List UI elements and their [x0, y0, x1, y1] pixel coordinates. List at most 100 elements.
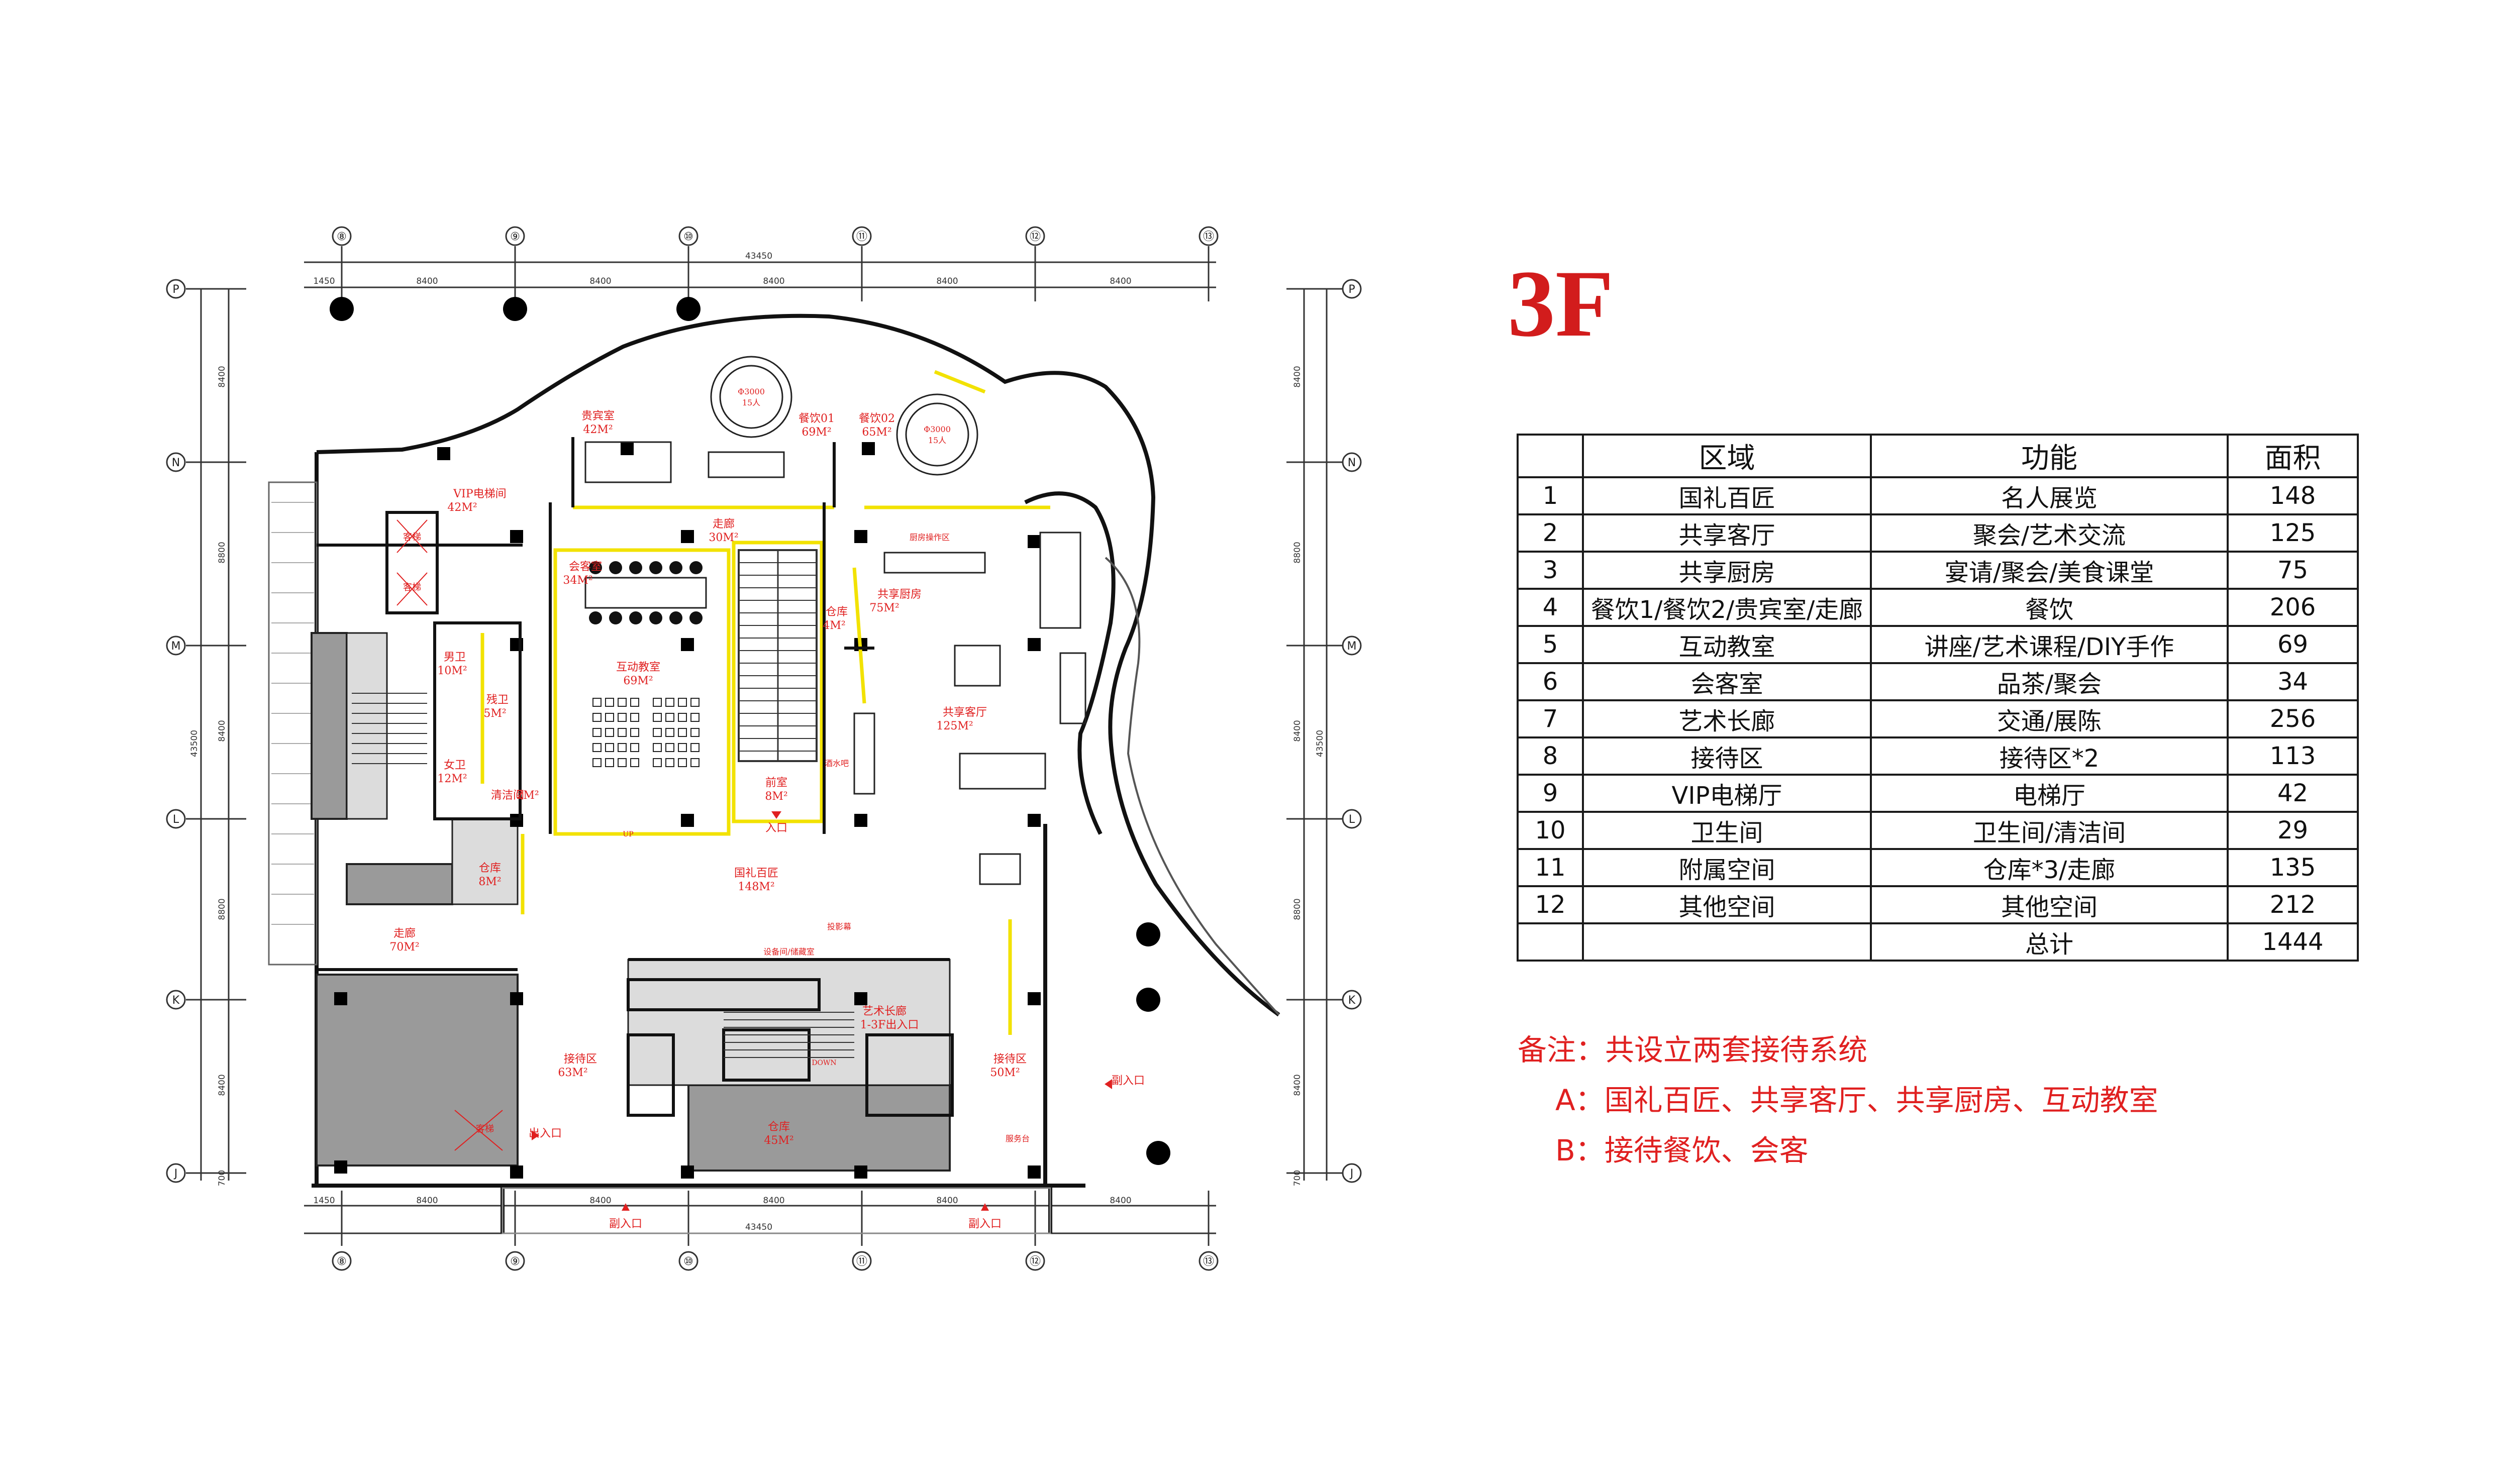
grid-row-label: N: [172, 457, 180, 469]
grid-col-label: ⑩: [683, 1255, 693, 1268]
room-womens-wc: 女卫: [444, 759, 466, 772]
grid-row-label: M: [171, 640, 181, 653]
dim-top: 1450: [313, 276, 335, 286]
cell-function: 交通/展陈: [1870, 699, 2229, 738]
cell-function: 名人展览: [1870, 476, 2229, 515]
room-art-corridor-exit: 1-3F出入口: [860, 1019, 919, 1031]
room-shared-lounge-area: 125M²: [936, 720, 973, 732]
side-entrance-right: 副入口: [1112, 1075, 1145, 1087]
grid-row-label: M: [1347, 640, 1357, 653]
room-storage-bottom: 仓库: [768, 1121, 790, 1133]
cell-function: 讲座/艺术课程/DIY手作: [1870, 625, 2229, 664]
grid-col-label: ⑫: [1030, 231, 1041, 243]
cell-function: 电梯厅: [1870, 774, 2229, 813]
grid-col-label: ⑨: [510, 1255, 520, 1268]
dim-total-top: 43450: [745, 251, 772, 261]
room-front-area: 8M²: [765, 790, 787, 803]
room-dining01: 餐饮01: [799, 412, 835, 425]
left-terrace: [268, 481, 318, 966]
dim-total-bottom: 43450: [745, 1222, 772, 1232]
cell-area: 212: [2227, 885, 2359, 924]
room-shared-kitchen: 共享厨房: [877, 588, 922, 601]
room-storage-left: 仓库: [479, 862, 501, 875]
room-vip-elevator-area: 42M²: [447, 501, 477, 514]
room-storage-bottom-area: 45M²: [764, 1134, 793, 1147]
grid-row-label: K: [172, 994, 180, 1007]
room-dining01-area: 69M²: [802, 426, 831, 439]
cell-area: 206: [2227, 588, 2359, 627]
cell-area: 148: [2227, 476, 2359, 515]
table-seats-2: 15人: [928, 436, 946, 445]
cell-zone: [1582, 922, 1872, 962]
dim-right: 8400: [1292, 1074, 1303, 1096]
dim-left: 700: [217, 1170, 227, 1186]
dim-top: 8400: [589, 276, 611, 286]
room-reception-left: 接待区: [564, 1053, 597, 1066]
cell-function: 宴请/聚会/美食课堂: [1870, 551, 2229, 590]
room-corridor-top-area: 30M²: [709, 532, 738, 544]
room-storage-left-area: 8M²: [478, 876, 501, 888]
cell-area: 125: [2227, 513, 2359, 553]
grid-row-label: L: [173, 813, 179, 826]
classroom-seats: [592, 698, 700, 767]
cell-area: 29: [2227, 811, 2359, 850]
side-entrance-bottom-right: 副入口: [968, 1218, 1002, 1230]
elevator-cross: [396, 519, 503, 1151]
dimension-lines: [186, 246, 1347, 1246]
header-zone: 区域: [1582, 434, 1872, 478]
room-disabled-wc-area: 5M²: [483, 707, 506, 720]
service-core: [311, 632, 951, 1172]
cell-zone: 国礼百匠: [1582, 476, 1872, 515]
room-classroom-area: 69M²: [623, 675, 653, 687]
cell-area: 135: [2227, 848, 2359, 887]
room-vip-elevator: VIP电梯间: [453, 488, 506, 500]
cell-function: 仓库*3/走廊: [1870, 848, 2229, 887]
dim-total-right: 43500: [1315, 730, 1325, 757]
room-disabled-wc: 残卫: [486, 694, 509, 706]
grid-row-label: K: [1348, 994, 1356, 1007]
equipment-room: 设备间/储藏室: [763, 947, 814, 957]
grid-col-label: ⑨: [510, 231, 520, 243]
cell-zone: 互动教室: [1582, 625, 1872, 664]
dim-bottom: 8400: [1110, 1196, 1131, 1206]
cell-zone: VIP电梯厅: [1582, 774, 1872, 813]
grid-row-label: J: [1349, 1168, 1354, 1180]
cell-area: 256: [2227, 699, 2359, 738]
dim-bottom: 1450: [313, 1196, 335, 1206]
yellow-walls: [480, 370, 1050, 1035]
cell-index: 12: [1517, 885, 1584, 924]
note-line-3: B：接待餐饮、会客: [1555, 1133, 1809, 1168]
cell-index: 1: [1517, 476, 1584, 515]
dim-top: 8400: [416, 276, 438, 286]
cell-index: 6: [1517, 662, 1584, 701]
cell-index: 10: [1517, 811, 1584, 850]
note-line-1: 备注：共设立两套接待系统: [1518, 1033, 1868, 1067]
service-desk: 服务台: [1006, 1134, 1030, 1143]
room-womens-wc-area: 12M²: [437, 773, 467, 785]
cell-zone: 接待区: [1582, 736, 1872, 776]
grid-col-label: ⑪: [856, 231, 867, 243]
cell-zone: 共享厨房: [1582, 551, 1872, 590]
dim-bottom: 8400: [763, 1196, 784, 1206]
room-storage-small-area: 4M²: [823, 619, 845, 632]
cell-index: 5: [1517, 625, 1584, 664]
room-entrance: 入口: [765, 822, 787, 834]
room-meeting-area: 34M²: [563, 574, 592, 587]
cell-function: 聚会/艺术交流: [1870, 513, 2229, 553]
header-function: 功能: [1870, 434, 2229, 478]
exterior-columns: [330, 297, 1170, 1165]
grid-row-label: J: [173, 1168, 178, 1180]
room-mens-wc: 男卫: [444, 651, 466, 664]
wine-bar: 酒水吧: [825, 759, 849, 768]
dim-left: 8400: [217, 366, 227, 387]
elevator-label-1: 客梯: [403, 532, 421, 543]
